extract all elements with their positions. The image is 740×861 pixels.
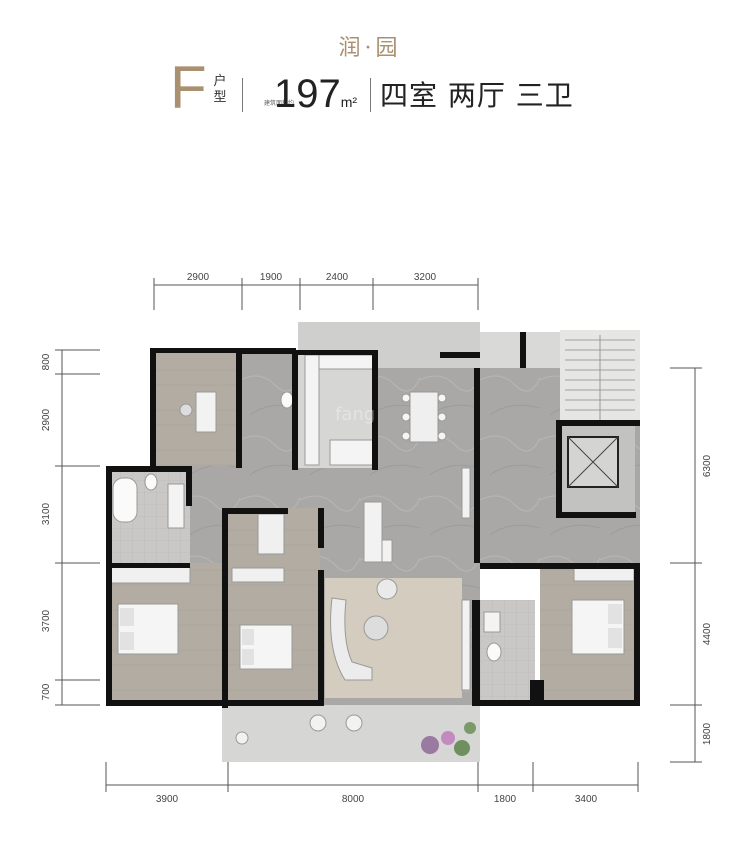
area-caption: 建筑面积约 <box>264 100 295 107</box>
unit-type-char-1: 户 <box>213 74 227 89</box>
sofa-icon <box>330 597 373 681</box>
dim-top-1: 2900 <box>187 272 210 283</box>
bathtub-icon <box>112 477 138 523</box>
dimension-left: 800 2900 3100 3700 700 <box>41 349 100 706</box>
area-unit: m² <box>340 94 358 110</box>
watermark: fang <box>335 404 375 425</box>
wardrobe-icon <box>109 566 191 584</box>
unit-type-label: 户 型 <box>212 74 228 106</box>
wardrobe-icon <box>573 566 635 582</box>
dim-right-1: 6300 <box>702 454 713 477</box>
divider <box>242 78 243 112</box>
tv-cabinet-icon <box>461 599 471 691</box>
wardrobe-icon <box>231 567 285 583</box>
furniture <box>109 354 635 756</box>
area-value: 197 <box>274 72 341 116</box>
dimension-bottom: 3900 8000 1800 3400 <box>105 762 639 805</box>
sink-icon <box>483 611 501 633</box>
elevator-icon <box>567 436 619 488</box>
dim-bottom-2: 8000 <box>342 794 365 805</box>
dim-left-1: 800 <box>41 353 52 370</box>
divider <box>370 78 371 112</box>
dim-top-3: 2400 <box>326 272 349 283</box>
dim-top-2: 1900 <box>260 272 283 283</box>
dimension-top: 2900 1900 2400 3200 <box>153 272 479 310</box>
sink-icon <box>167 483 185 529</box>
wardrobe-icon <box>257 513 285 555</box>
plant-icon <box>421 722 476 756</box>
dim-bottom-1: 3900 <box>156 794 179 805</box>
unit-type-char-2: 型 <box>213 90 227 105</box>
dimension-right: 6300 4400 1800 <box>670 367 713 763</box>
room-layout: 四室 两厅 三卫 <box>380 79 574 112</box>
dim-left-5: 700 <box>41 683 52 700</box>
walls <box>106 332 640 708</box>
title-block: F 户 型 建筑面积约 197m² 四室 两厅 三卫 <box>170 58 590 118</box>
dim-top-4: 3200 <box>414 272 437 283</box>
unit-type-letter: F <box>170 54 207 121</box>
area-value-block: 197m² <box>274 72 357 124</box>
stair-icon <box>565 335 635 420</box>
dim-left-4: 3700 <box>41 609 52 632</box>
desk-icon <box>195 391 217 433</box>
kitchen-island-icon <box>363 501 383 563</box>
toilet-icon <box>280 391 294 409</box>
dining-table-icon <box>409 391 439 443</box>
toilet-icon <box>144 473 158 491</box>
dim-right-2: 4400 <box>702 622 713 645</box>
dim-right-3: 1800 <box>702 722 713 745</box>
toilet-icon <box>486 642 502 662</box>
coffee-table-icon <box>363 615 389 641</box>
dim-left-3: 3100 <box>41 502 52 525</box>
kitchen-counter-icon <box>304 354 320 466</box>
dim-left-2: 2900 <box>41 408 52 431</box>
project-name: 润·园 <box>338 36 402 61</box>
dim-bottom-3: 1800 <box>494 794 517 805</box>
dim-bottom-4: 3400 <box>575 794 598 805</box>
